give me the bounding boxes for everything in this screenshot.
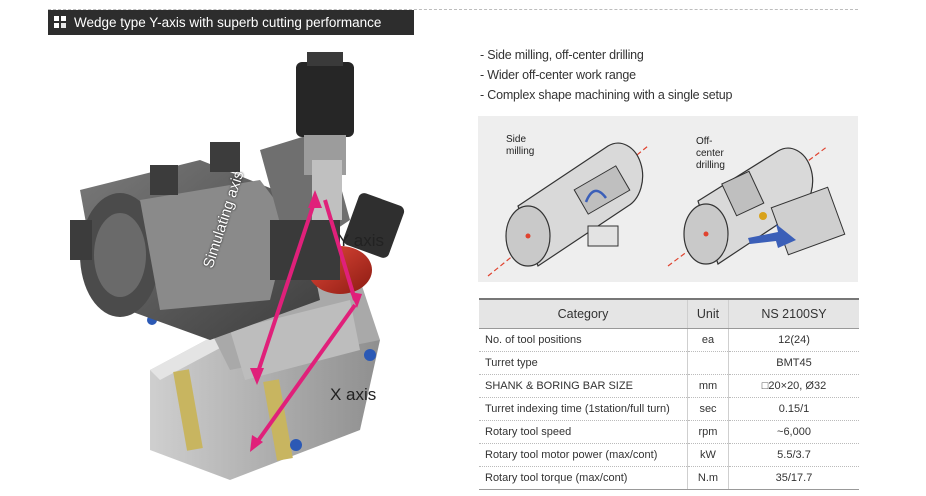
off-center-drilling-label: drilling: [696, 160, 725, 171]
cell-unit: ea: [687, 328, 729, 352]
cell-category: SHANK & BORING BAR SIZE: [479, 374, 688, 398]
cell-unit: kW: [687, 443, 729, 467]
axis-arrows: [253, 199, 357, 447]
cell-unit: sec: [687, 397, 729, 421]
cell-value: 5.5/3.7: [728, 443, 859, 467]
column-header-model: NS 2100SY: [728, 298, 859, 329]
cell-value: 0.15/1: [728, 397, 859, 421]
cell-value: 12(24): [728, 328, 859, 352]
spindle-motor: [296, 62, 354, 137]
table-row: Rotary tool torque (max/cont) N.m 35/17.…: [479, 466, 859, 490]
cell-value: 35/17.7: [728, 466, 859, 490]
machining-diagram: Side milling Off- center drilling: [478, 116, 858, 282]
y-axis-label: Y axis: [338, 231, 384, 250]
side-milling-illustration: [487, 142, 649, 277]
column-header-category: Category: [479, 298, 688, 329]
table-row: Turret indexing time (1station/full turn…: [479, 397, 859, 421]
table-row: Rotary tool speed rpm ~6,000: [479, 420, 859, 444]
cell-value: □20×20, Ø32: [728, 374, 859, 398]
feature-list: - Side milling, off-center drilling - Wi…: [480, 45, 732, 105]
side-milling-label: milling: [506, 146, 535, 157]
feature-item: - Wider off-center work range: [480, 68, 636, 82]
table-row: Turret type BMT45: [479, 351, 859, 375]
cell-category: Turret indexing time (1station/full turn…: [479, 397, 688, 421]
cell-unit: N.m: [687, 466, 729, 490]
off-center-drilling-label: Off-: [696, 136, 713, 147]
cell-value: BMT45: [728, 351, 859, 375]
cell-category: Turret type: [479, 351, 688, 375]
column-header-unit: Unit: [687, 298, 729, 329]
table-row: Rotary tool motor power (max/cont) kW 5.…: [479, 443, 859, 467]
off-center-drilling-illustration: [667, 145, 846, 267]
machine-illustration: [70, 52, 405, 480]
cell-unit: rpm: [687, 420, 729, 444]
feature-item: - Complex shape machining with a single …: [480, 88, 733, 102]
off-center-drilling-label: center: [696, 148, 724, 159]
cell-category: Rotary tool torque (max/cont): [479, 466, 688, 490]
header-divider: [48, 9, 858, 10]
cell-category: Rotary tool motor power (max/cont): [479, 443, 688, 467]
section-title: Wedge type Y-axis with superb cutting pe…: [74, 15, 382, 30]
x-axis-label: X axis: [330, 385, 377, 404]
spec-table: Category Unit NS 2100SY No. of tool posi…: [479, 298, 859, 490]
grid-icon: [54, 16, 67, 29]
side-milling-label: Side: [506, 134, 527, 145]
table-row: No. of tool positions ea 12(24): [479, 328, 859, 352]
section-title-bar: Wedge type Y-axis with superb cutting pe…: [48, 10, 414, 35]
cell-category: No. of tool positions: [479, 328, 688, 352]
table-header-row: Category Unit NS 2100SY: [479, 298, 859, 329]
cell-value: ~6,000: [728, 420, 859, 444]
cell-unit: mm: [687, 374, 729, 398]
table-row: SHANK & BORING BAR SIZE mm □20×20, Ø32: [479, 374, 859, 398]
cell-unit: [687, 351, 729, 375]
feature-item: - Side milling, off-center drilling: [480, 48, 644, 62]
cell-category: Rotary tool speed: [479, 420, 688, 444]
